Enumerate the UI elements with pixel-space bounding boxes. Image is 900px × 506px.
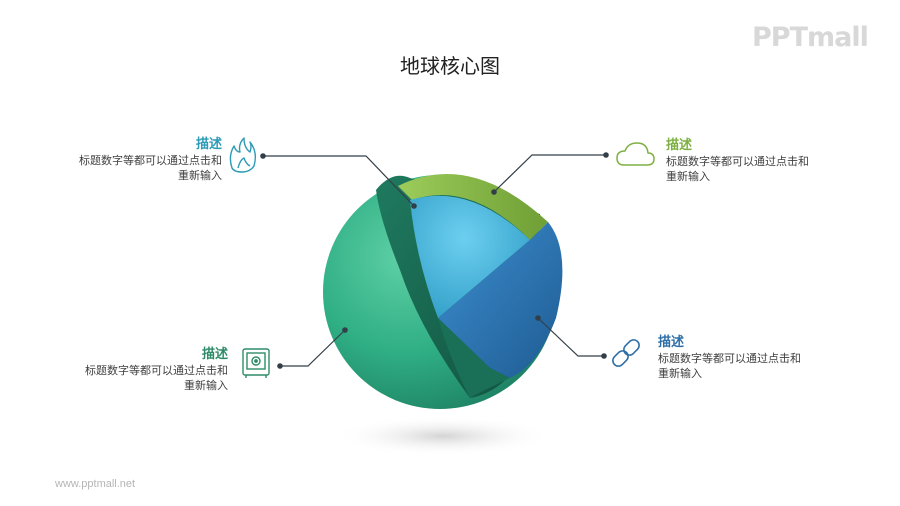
connector-dot [535, 315, 541, 321]
label-desc-line2: 重新输入 [184, 379, 228, 392]
label-heading: 描述 [666, 138, 693, 153]
label-desc-line2: 重新输入 [658, 367, 702, 380]
cloud-icon [616, 142, 655, 166]
connector-dot [260, 153, 266, 159]
label-top-right: 描述 标题数字等都可以通过点击和 重新输入 [666, 137, 866, 184]
label-desc-line1: 标题数字等都可以通过点击和 [85, 364, 228, 377]
label-desc-line2: 重新输入 [666, 170, 710, 183]
connector-bottom-left [280, 329, 346, 367]
label-heading: 描述 [658, 335, 685, 350]
label-top-left: 描述 标题数字等都可以通过点击和 重新输入 [22, 136, 222, 183]
connector-bottom-right [537, 317, 604, 357]
connector-dot [411, 203, 417, 209]
page-title: 地球核心图 [400, 54, 500, 78]
flame-icon [229, 137, 257, 173]
label-heading: 描述 [195, 137, 222, 152]
connector-top-right [493, 154, 606, 193]
blue-layer-edge [438, 318, 510, 398]
connector-dot [601, 353, 607, 359]
label-desc-line1: 标题数字等都可以通过点击和 [658, 352, 801, 365]
label-desc-line1: 标题数字等都可以通过点击和 [666, 155, 809, 168]
connector-dot [603, 152, 609, 158]
blue-layer [438, 222, 563, 378]
connector-top-left [263, 155, 415, 207]
green-shell [398, 174, 548, 240]
connector-dot [491, 189, 497, 195]
footer-url: www.pptmall.net [55, 478, 136, 490]
core-segment [410, 195, 530, 318]
safe-icon [242, 348, 270, 378]
label-heading: 描述 [201, 347, 228, 362]
label-bottom-left: 描述 标题数字等都可以通过点击和 重新输入 [28, 346, 228, 393]
label-bottom-right: 描述 标题数字等都可以通过点击和 重新输入 [658, 334, 858, 381]
label-desc-line1: 标题数字等都可以通过点击和 [79, 154, 222, 167]
globe-shadow [333, 416, 553, 456]
pptmall-logo: PPTmall [752, 22, 869, 53]
connector-dot [277, 363, 283, 369]
link-icon [612, 339, 640, 367]
connector-dot [342, 327, 348, 333]
label-desc-line2: 重新输入 [178, 169, 222, 182]
